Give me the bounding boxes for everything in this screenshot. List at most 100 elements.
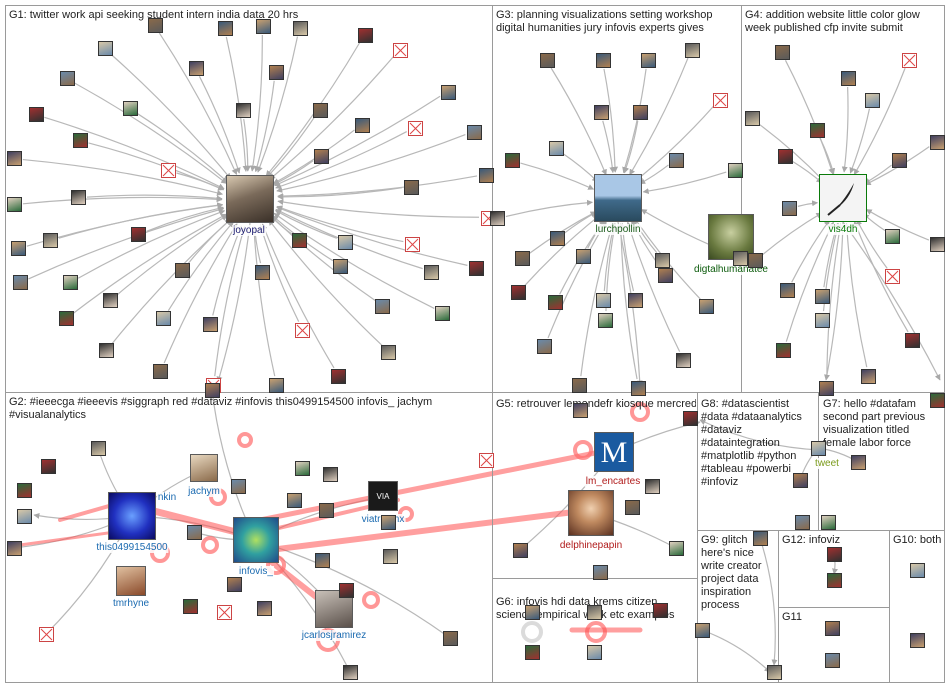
account-avatar[interactable]	[795, 515, 810, 530]
account-avatar[interactable]	[99, 343, 114, 358]
account-avatar[interactable]	[767, 665, 782, 680]
account-avatar[interactable]	[319, 503, 334, 518]
missing-avatar-icon[interactable]	[408, 121, 423, 136]
missing-avatar-icon[interactable]	[713, 93, 728, 108]
account-avatar[interactable]	[256, 19, 271, 34]
hub-tweet-name[interactable]: tweet	[814, 458, 840, 469]
missing-avatar-icon[interactable]	[39, 627, 54, 642]
account-avatar[interactable]	[355, 118, 370, 133]
hub-viatresmx-avatar[interactable]: VIA TRES	[368, 481, 398, 511]
account-avatar[interactable]	[17, 483, 32, 498]
account-avatar[interactable]	[641, 53, 656, 68]
account-avatar[interactable]	[490, 211, 505, 226]
account-avatar[interactable]	[515, 251, 530, 266]
account-avatar[interactable]	[43, 233, 58, 248]
account-avatar[interactable]	[293, 21, 308, 36]
account-avatar[interactable]	[598, 313, 613, 328]
missing-avatar-icon[interactable]	[393, 43, 408, 58]
hub-jcarlosjramirez-avatar[interactable]	[315, 590, 353, 628]
account-avatar[interactable]	[7, 541, 22, 556]
missing-avatar-icon[interactable]	[405, 237, 420, 252]
account-avatar[interactable]	[331, 369, 346, 384]
account-avatar[interactable]	[596, 53, 611, 68]
account-avatar[interactable]	[323, 467, 338, 482]
account-avatar[interactable]	[60, 71, 75, 86]
account-avatar[interactable]	[7, 197, 22, 212]
account-avatar[interactable]	[905, 333, 920, 348]
hub-joyopal-avatar[interactable]	[226, 175, 274, 223]
hub-this0499154500-name[interactable]: this0499154500	[95, 542, 169, 553]
account-avatar[interactable]	[17, 509, 32, 524]
account-avatar[interactable]	[676, 353, 691, 368]
account-avatar[interactable]	[375, 299, 390, 314]
account-avatar[interactable]	[548, 295, 563, 310]
account-avatar[interactable]	[885, 229, 900, 244]
account-avatar[interactable]	[930, 393, 945, 408]
account-avatar[interactable]	[593, 565, 608, 580]
account-avatar[interactable]	[314, 149, 329, 164]
account-avatar[interactable]	[628, 293, 643, 308]
missing-avatar-icon[interactable]	[161, 163, 176, 178]
hub-jachym-avatar[interactable]	[190, 454, 218, 482]
account-avatar[interactable]	[175, 263, 190, 278]
account-avatar[interactable]	[513, 543, 528, 558]
account-avatar[interactable]	[780, 283, 795, 298]
account-avatar[interactable]	[815, 313, 830, 328]
account-avatar[interactable]	[187, 525, 202, 540]
account-avatar[interactable]	[383, 549, 398, 564]
account-avatar[interactable]	[653, 603, 668, 618]
account-avatar[interactable]	[381, 345, 396, 360]
hub-infovis_-avatar[interactable]	[233, 517, 279, 563]
account-avatar[interactable]	[205, 383, 220, 398]
account-avatar[interactable]	[793, 473, 808, 488]
account-avatar[interactable]	[633, 105, 648, 120]
account-avatar[interactable]	[865, 93, 880, 108]
hub-vis4dh-name[interactable]: vis4dh	[827, 224, 859, 235]
account-avatar[interactable]	[594, 105, 609, 120]
account-avatar[interactable]	[123, 101, 138, 116]
account-avatar[interactable]	[441, 85, 456, 100]
account-avatar[interactable]	[59, 311, 74, 326]
account-avatar[interactable]	[63, 275, 78, 290]
account-avatar[interactable]	[404, 180, 419, 195]
account-avatar[interactable]	[156, 311, 171, 326]
account-avatar[interactable]	[333, 259, 348, 274]
account-avatar[interactable]	[669, 541, 684, 556]
account-avatar[interactable]	[573, 403, 588, 418]
hub-lm-encartes-avatar[interactable]: M	[594, 432, 634, 472]
account-avatar[interactable]	[819, 381, 834, 396]
account-avatar[interactable]	[153, 364, 168, 379]
account-avatar[interactable]	[91, 441, 106, 456]
account-avatar[interactable]	[655, 253, 670, 268]
account-avatar[interactable]	[825, 621, 840, 636]
account-avatar[interactable]	[29, 107, 44, 122]
account-avatar[interactable]	[930, 135, 945, 150]
account-avatar[interactable]	[685, 43, 700, 58]
account-avatar[interactable]	[753, 531, 768, 546]
account-avatar[interactable]	[587, 605, 602, 620]
missing-avatar-icon[interactable]	[217, 605, 232, 620]
account-avatar[interactable]	[287, 493, 302, 508]
account-avatar[interactable]	[236, 103, 251, 118]
missing-avatar-icon[interactable]	[479, 453, 494, 468]
account-avatar[interactable]	[435, 306, 450, 321]
account-avatar[interactable]	[892, 153, 907, 168]
account-avatar[interactable]	[469, 261, 484, 276]
account-avatar[interactable]	[292, 233, 307, 248]
account-avatar[interactable]	[815, 289, 830, 304]
missing-avatar-icon[interactable]	[295, 323, 310, 338]
account-avatar[interactable]	[525, 605, 540, 620]
account-avatar[interactable]	[811, 441, 826, 456]
account-avatar[interactable]	[540, 53, 555, 68]
account-avatar[interactable]	[645, 479, 660, 494]
hub-tmrhyne-avatar[interactable]	[116, 566, 146, 596]
account-avatar[interactable]	[776, 343, 791, 358]
account-avatar[interactable]	[98, 41, 113, 56]
hub-this0499154500-avatar[interactable]	[108, 492, 156, 540]
account-avatar[interactable]	[257, 601, 272, 616]
account-avatar[interactable]	[631, 381, 646, 396]
account-avatar[interactable]	[183, 599, 198, 614]
account-avatar[interactable]	[683, 411, 698, 426]
account-avatar[interactable]	[131, 227, 146, 242]
account-avatar[interactable]	[778, 149, 793, 164]
